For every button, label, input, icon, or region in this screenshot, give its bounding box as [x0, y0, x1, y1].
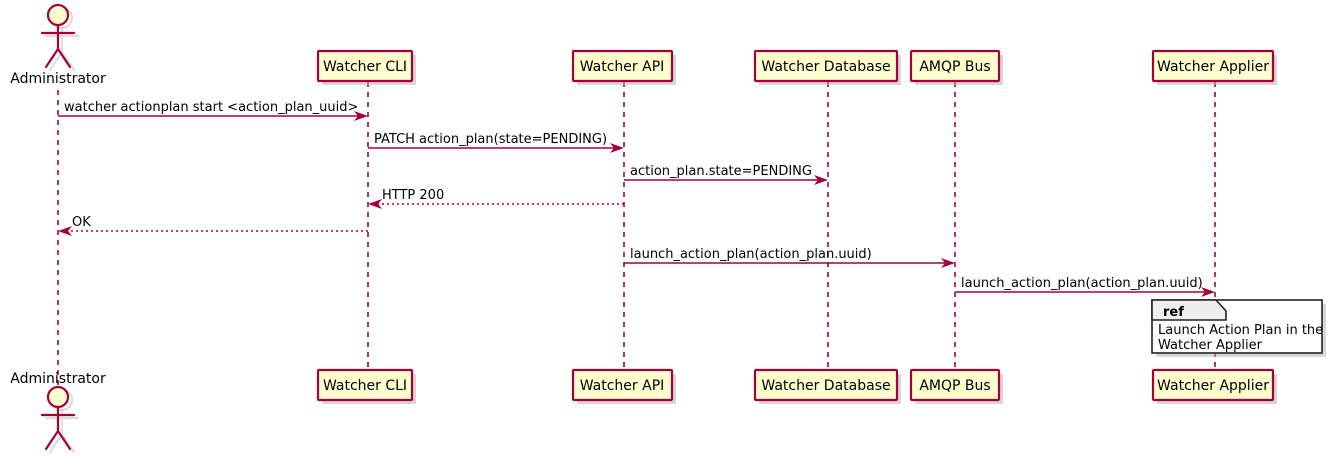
participant-label-watcher-applier: Watcher Applier [1157, 59, 1269, 75]
message-3-label: action_plan.state=PENDING [630, 164, 812, 179]
participant-header-watcher-cli[interactable]: Watcher CLI [316, 49, 416, 85]
participant-footer-watcher-applier[interactable]: Watcher Applier [1151, 368, 1277, 404]
message-2-label: PATCH action_plan(state=PENDING) [374, 132, 607, 147]
lifelines [57, 82, 1216, 400]
message-3: action_plan.state=PENDING [624, 164, 828, 185]
ref-fragment-line-2: Watcher Applier [1158, 338, 1263, 353]
participant-label-watcher-applier-footer: Watcher Applier [1157, 378, 1269, 394]
participant-label-watcher-database: Watcher Database [761, 59, 890, 75]
actor-label-administrator-bottom: Administrator [10, 371, 106, 387]
message-4: HTTP 200 [368, 188, 624, 209]
participant-footer-watcher-cli[interactable]: Watcher CLI [316, 368, 416, 404]
message-2: PATCH action_plan(state=PENDING) [368, 132, 624, 153]
message-5-label: OK [72, 215, 91, 230]
message-7: launch_action_plan(action_plan.uuid) [955, 276, 1215, 297]
message-4-arrowhead [368, 199, 382, 209]
actor-administrator-bottom[interactable]: Administrator [10, 371, 106, 454]
participant-footer-amqp-bus[interactable]: AMQP Bus [909, 368, 1003, 404]
participant-footer-watcher-api[interactable]: Watcher API [571, 368, 676, 404]
actor-icon-top [40, 3, 76, 69]
message-1-arrowhead [354, 111, 368, 121]
message-6-label: launch_action_plan(action_plan.uuid) [630, 247, 872, 262]
message-7-label: launch_action_plan(action_plan.uuid) [961, 276, 1203, 291]
participant-label-watcher-cli: Watcher CLI [323, 59, 407, 75]
participant-label-amqp-bus: AMQP Bus [919, 59, 990, 75]
actor-label-administrator-top: Administrator [10, 71, 106, 87]
message-5: OK [58, 215, 368, 236]
ref-fragment-line-1: Launch Action Plan in the [1158, 323, 1323, 338]
message-3-arrowhead [814, 175, 828, 185]
participant-label-watcher-database-footer: Watcher Database [761, 378, 890, 394]
message-1: watcher actionplan start <action_plan_uu… [58, 100, 368, 121]
participant-header-watcher-applier[interactable]: Watcher Applier [1151, 49, 1277, 85]
message-7-arrowhead [1201, 287, 1215, 297]
participant-header-watcher-api[interactable]: Watcher API [571, 49, 676, 85]
message-6: launch_action_plan(action_plan.uuid) [624, 247, 955, 268]
actor-icon-bottom [40, 385, 76, 451]
message-4-label: HTTP 200 [382, 188, 444, 203]
participant-header-amqp-bus[interactable]: AMQP Bus [909, 49, 1003, 85]
message-2-arrowhead [610, 143, 624, 153]
ref-fragment-tab [1151, 299, 1227, 321]
message-6-arrowhead [941, 258, 955, 268]
participant-footer-watcher-database[interactable]: Watcher Database [753, 368, 901, 404]
participant-label-amqp-bus-footer: AMQP Bus [919, 378, 990, 394]
message-5-arrowhead [58, 226, 72, 236]
participant-label-watcher-api: Watcher API [580, 59, 665, 75]
participant-header-watcher-database[interactable]: Watcher Database [753, 49, 901, 85]
participant-label-watcher-cli-footer: Watcher CLI [323, 378, 407, 394]
participant-label-watcher-api-footer: Watcher API [580, 378, 665, 394]
actor-administrator-top[interactable]: Administrator [10, 3, 106, 87]
message-1-label: watcher actionplan start <action_plan_uu… [64, 100, 358, 115]
ref-fragment-keyword: ref [1163, 305, 1184, 320]
ref-fragment[interactable]: ref Launch Action Plan in the Watcher Ap… [1151, 299, 1326, 357]
